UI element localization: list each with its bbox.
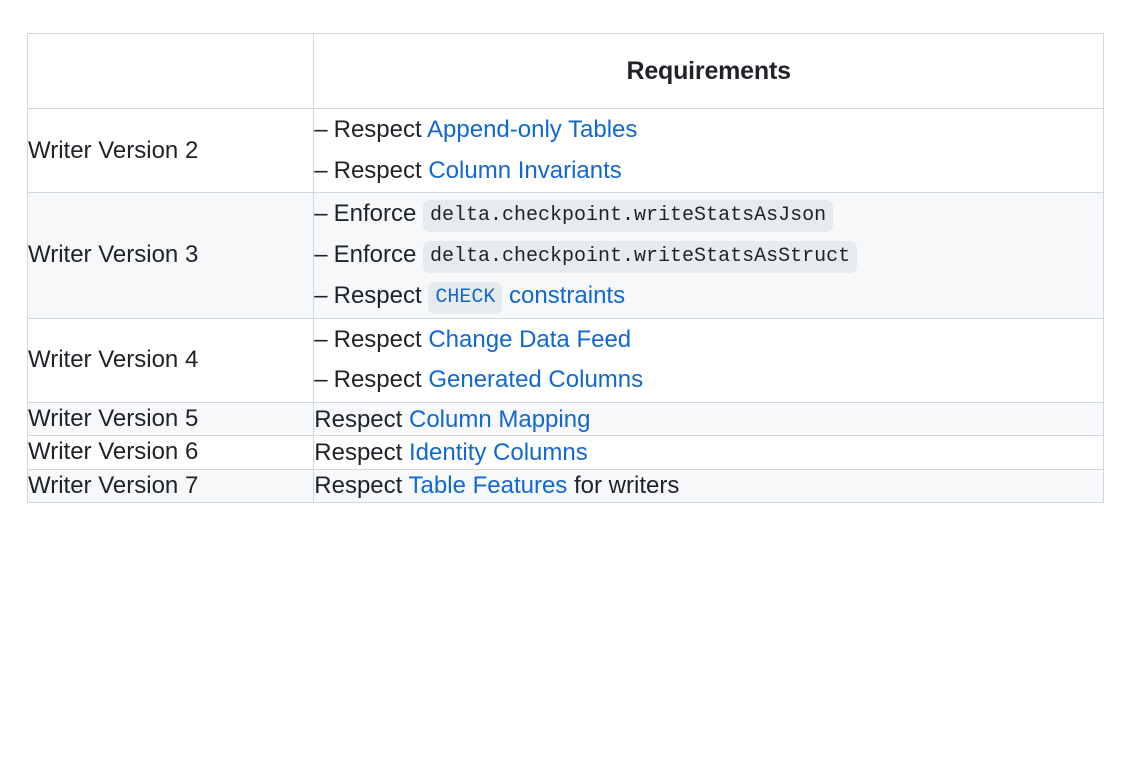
table-header-row: Requirements bbox=[26, 33, 1104, 109]
requirement-link[interactable]: Table Features bbox=[408, 472, 568, 500]
requirement-verb: Respect bbox=[333, 325, 429, 353]
table-header: Requirements bbox=[26, 33, 1104, 109]
requirement-link[interactable]: Generated Columns bbox=[428, 366, 644, 394]
requirement-verb: Respect bbox=[314, 472, 409, 500]
requirement-bullet: –Respect Generated Columns bbox=[314, 361, 1103, 402]
bullet-dash-icon: – bbox=[314, 366, 328, 394]
requirements-table-container: Requirements Writer Version 2–Respect Ap… bbox=[26, 33, 1104, 504]
bullet-dash-icon: – bbox=[314, 325, 328, 353]
bullet-dash-icon: – bbox=[314, 200, 328, 228]
requirements-cell: –Respect Append-only Tables–Respect Colu… bbox=[313, 107, 1104, 194]
table-row: Writer Version 3–Enforce delta.checkpoin… bbox=[26, 192, 1104, 319]
requirement-link[interactable]: constraints bbox=[502, 281, 626, 309]
requirement-verb: Respect bbox=[333, 281, 429, 309]
requirement-bullet: –Enforce delta.checkpoint.writeStatsAsSt… bbox=[314, 236, 1103, 277]
requirement-link[interactable]: Column Invariants bbox=[428, 156, 622, 184]
bullet-dash-icon: – bbox=[314, 156, 328, 184]
table-header-requirements-column: Requirements bbox=[313, 33, 1104, 109]
requirements-cell: Respect Identity Columns bbox=[313, 435, 1104, 470]
code-token[interactable]: CHECK bbox=[428, 281, 503, 314]
requirement-bullet: –Respect CHECK constraints bbox=[314, 277, 1103, 318]
bullet-dash-icon: – bbox=[314, 116, 328, 143]
version-cell: Writer Version 6 bbox=[26, 435, 315, 470]
requirements-cell: –Respect Change Data Feed–Respect Genera… bbox=[313, 317, 1104, 404]
requirement-bullet: –Respect Append-only Tables bbox=[314, 109, 1103, 152]
requirement-text: Respect Table Features for writers bbox=[314, 470, 1103, 501]
bullet-dash-icon: – bbox=[314, 281, 328, 309]
requirements-cell: Respect Table Features for writers bbox=[313, 468, 1104, 504]
requirement-verb: Respect bbox=[333, 156, 429, 184]
table-body: Writer Version 2–Respect Append-only Tab… bbox=[26, 107, 1104, 504]
requirement-bullet: –Enforce delta.checkpoint.writeStatsAsJs… bbox=[314, 193, 1103, 236]
requirement-bullet: –Respect Change Data Feed bbox=[314, 319, 1103, 362]
version-cell: Writer Version 5 bbox=[26, 402, 315, 437]
requirement-trailing-text: for writers bbox=[567, 472, 680, 500]
code-token: delta.checkpoint.writeStatsAsJson bbox=[423, 200, 834, 233]
requirement-verb: Respect bbox=[314, 439, 409, 467]
requirement-verb: Respect bbox=[333, 116, 428, 143]
requirement-link[interactable]: Change Data Feed bbox=[428, 325, 632, 353]
version-cell: Writer Version 2 bbox=[26, 107, 315, 194]
requirement-text: Respect Identity Columns bbox=[314, 437, 1103, 468]
table-row: Writer Version 4–Respect Change Data Fee… bbox=[26, 317, 1104, 404]
requirement-verb: Respect bbox=[333, 366, 429, 394]
requirement-link[interactable]: Append-only Tables bbox=[427, 116, 638, 143]
requirement-bullet: –Respect Column Invariants bbox=[314, 152, 1103, 193]
version-cell: Writer Version 7 bbox=[26, 468, 315, 504]
requirement-link[interactable]: Identity Columns bbox=[408, 439, 588, 467]
version-cell: Writer Version 3 bbox=[26, 192, 315, 319]
table-row: Writer Version 2–Respect Append-only Tab… bbox=[26, 107, 1104, 194]
requirement-verb: Enforce bbox=[333, 241, 424, 269]
requirements-cell: Respect Column Mapping bbox=[313, 402, 1104, 437]
table-header-version-column bbox=[26, 33, 315, 109]
version-cell: Writer Version 4 bbox=[26, 317, 315, 404]
requirement-verb: Respect bbox=[314, 405, 409, 433]
writer-version-requirements-table: Requirements Writer Version 2–Respect Ap… bbox=[26, 33, 1104, 504]
code-token: delta.checkpoint.writeStatsAsStruct bbox=[423, 241, 858, 274]
requirement-verb: Enforce bbox=[333, 200, 424, 228]
bullet-dash-icon: – bbox=[314, 241, 328, 269]
requirements-cell: –Enforce delta.checkpoint.writeStatsAsJs… bbox=[313, 192, 1104, 319]
requirement-link[interactable]: Column Mapping bbox=[408, 405, 591, 433]
requirement-text: Respect Column Mapping bbox=[314, 404, 1103, 435]
